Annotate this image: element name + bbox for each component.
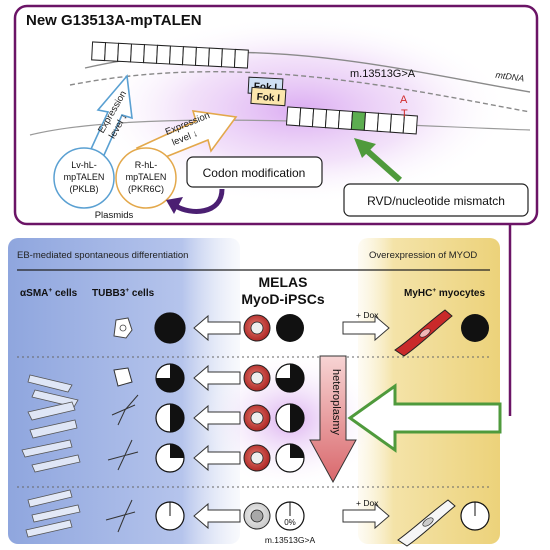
col-tubb3: TUBB3+ cells [92,287,155,299]
plasmid-right-line3: (PKR6C) [128,184,164,194]
plasmid-right-line2: mpTALEN [126,172,167,182]
bottom-panel: EB-mediated spontaneous differentiation … [8,224,512,547]
center-title-2: MyoD-iPSCs [241,291,324,307]
left-panel-header: EB-mediated spontaneous differentiation [17,250,188,261]
heteroplasmy-pie-full [154,312,186,344]
plasmid-right: R-hL- mpTALEN (PKR6C) [115,147,177,209]
left-panel-bg [8,238,240,544]
plasmids-caption: Plasmids [95,210,134,221]
top-panel: New G13513A-mpTALEN mtDNA Fok [13,4,539,226]
center-title-1: MELAS [259,274,308,290]
mutation-label-top: m.13513G>A [350,68,416,80]
tale-array-top-modules [91,41,249,69]
arrow-left-5 [193,502,241,530]
codon-box [186,156,323,188]
arrow-left-3 [193,404,241,432]
right-panel-header: Overexpression of MYOD [369,250,477,261]
mismatch-arrow [362,145,402,183]
green-big-arrow [347,383,502,453]
tale-array-bottom: Fok I [250,86,418,135]
plasmid-left-line1: Lv-hL- [71,160,97,170]
right-panel-bg [358,238,500,544]
neuron-cell-row5 [105,499,136,533]
codon-arrow [174,188,225,214]
plasmid-left-line3: (PKLB) [69,184,98,194]
heteroplasmy-pie-right-1 [461,314,489,342]
arrow-left-1 [193,314,241,342]
base-a-label: A [400,94,408,106]
mismatch-arrow-head [354,138,376,158]
tale-array-bottom-modules [285,106,418,135]
codon-box-label: Codon modification [203,166,306,180]
myocyte-healthy [397,499,456,547]
row-5: 0% m.13513G>A + Dox [25,489,490,547]
arrow-left-4 [193,444,241,472]
heteroplasmy-pie-center-1 [276,314,304,342]
smooth-muscle-cells-a [21,374,81,473]
smooth-muscle-cells-b [25,489,81,538]
row-1: + Dox [113,309,489,357]
dox-label-2: + Dox [356,498,379,508]
plasmid-right-line1: R-hL- [135,160,158,170]
col-asma: αSMA+ cells [20,287,78,299]
arrow-right-2 [342,502,390,530]
dox-label-1: + Dox [356,310,379,320]
zero-pct-label: 0% [284,518,296,527]
base-t-label: T [401,108,408,120]
foki-bottom-label: Fok I [256,92,280,105]
rows-heteroplasmy [21,363,305,473]
tubb3-cell-round [113,317,133,339]
mismatch-box-label: RVD/nucleotide mismatch [367,194,505,208]
mismatch-box [343,183,529,217]
tale-array-top: Fok I [91,41,284,96]
foki-bottom-box [250,86,287,107]
plasmid-left: Lv-hL- mpTALEN (PKLB) [53,147,115,209]
neuron-cells [107,367,139,471]
heteroplasmy-arrow: heteroplasmy [309,355,357,484]
col-myhc: MyHC+ myocytes [404,287,485,299]
top-frame [13,4,539,226]
arrow-left-2 [193,364,241,392]
mutation-footer: m.13513G>A [265,535,316,545]
mtdna-strand-inner [69,71,531,113]
mtdna-strand-lower [29,119,531,136]
plasmid-left-line2: mpTALEN [64,172,105,182]
arrow-right-1 [342,314,390,342]
codon-arrow-head [166,197,183,214]
mtdna-label: mtDNA [495,70,525,84]
title: New G13513A-mpTALEN [26,12,202,29]
heteroplasmy-label: heteroplasmy [330,369,342,436]
myocyte-red [394,309,453,357]
